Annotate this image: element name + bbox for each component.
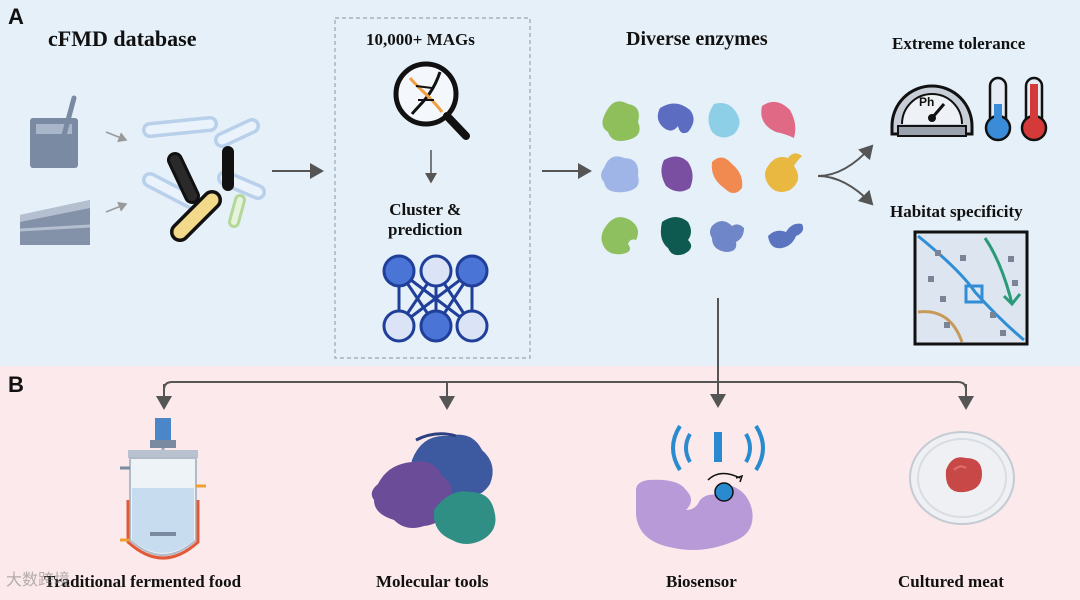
mags-title: 10,000+ MAGs: [366, 30, 475, 49]
panel-b-label: B: [8, 372, 24, 397]
enzyme-3-icon: [708, 103, 740, 138]
fermenter-icon: [120, 418, 206, 560]
arrow-drink: [105, 131, 128, 143]
thermometer-cold-icon: [984, 76, 1012, 142]
enzyme-grid: [601, 101, 804, 256]
cultured-meat-caption: Cultured meat: [898, 572, 1004, 591]
dna-search-icon: [393, 61, 470, 140]
enzymes-title: Diverse enzymes: [626, 28, 768, 50]
panel-a-label: A: [8, 4, 24, 29]
cluster-title-line1: Cluster &: [389, 200, 462, 219]
enzyme-1-icon: [602, 101, 640, 141]
molecular-tools-caption: Molecular tools: [376, 572, 489, 591]
protein-complex-icon: [371, 432, 496, 544]
habitat-title: Habitat specificity: [890, 202, 1023, 221]
enzyme-9-icon: [601, 217, 638, 255]
arrow-to-tolerance: [817, 144, 874, 177]
enzyme-4-icon: [761, 101, 796, 138]
watermark: 大数跨境: [6, 570, 71, 589]
enzyme-2-icon: [657, 103, 694, 134]
neural-network-icon: [382, 254, 489, 343]
habitat-map-icon: [913, 230, 1029, 346]
bacteria-icon: [142, 116, 266, 242]
fermented-food-caption: Traditional fermented food: [44, 572, 242, 591]
cluster-title-line2: prediction: [388, 220, 463, 239]
ph-meter-icon: [890, 84, 974, 137]
enzyme-5-icon: [601, 156, 639, 193]
tolerance-title: Extreme tolerance: [892, 34, 1026, 53]
enzyme-7-icon: [711, 157, 743, 193]
thermometer-hot-icon: [1020, 76, 1048, 142]
mags-box: [334, 17, 531, 359]
drink-icon: [30, 95, 78, 168]
distribution-line: [163, 381, 967, 406]
enzyme-8-icon: [765, 153, 802, 192]
enzyme-6-icon: [661, 156, 693, 192]
arrow-to-habitat: [817, 175, 874, 206]
cake-icon: [19, 200, 91, 245]
biosensor-caption: Biosensor: [666, 572, 737, 591]
enzyme-10-icon: [660, 217, 692, 256]
arrow-cake: [105, 201, 128, 213]
cluster-title: Cluster & prediction: [388, 200, 462, 240]
ph-meter-text: Ph: [919, 95, 934, 109]
biosensor-icon: [636, 424, 765, 550]
enzyme-12-icon: [768, 223, 804, 249]
database-title: cFMD database: [48, 26, 197, 51]
enzyme-11-icon: [710, 221, 744, 252]
petri-dish-icon: [909, 431, 1015, 525]
